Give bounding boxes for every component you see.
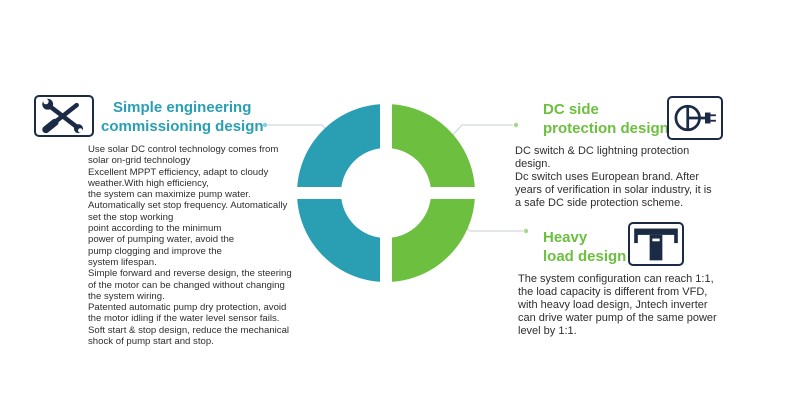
right-top-title-line-2: protection design [543,120,669,137]
heavy-load-icon [628,222,684,266]
left-body-line: Simple forward and reverse design, the s… [88,268,292,280]
left-body-line: of the motor can be changed without chan… [88,279,285,291]
right-top-body-line: DC switch & DC lightning protection [515,145,690,157]
left-body-line: the motor idling if the water level sens… [88,313,280,325]
left-body-line: power of pumping water, avoid the [88,234,235,246]
right-top-body-line: a safe DC side protection scheme. [515,197,684,209]
right-bottom-title: Heavy load design [543,228,626,266]
dc-plug-icon [667,96,723,140]
left-body-line: shock of pump start and stop. [88,336,214,348]
right-bottom-body-line: level by 1:1. [518,325,577,337]
wrench-screwdriver-icon [34,95,94,137]
left-body-line: Use solar DC control technology comes fr… [88,144,279,155]
right-bottom-body-line: can drive water pump of the same power [518,312,717,324]
left-title-line-1: Simple engineering [113,99,252,116]
ring-segment-bottom-left [297,199,380,283]
right-top-body-line: design. [515,158,551,170]
left-body-line: pump clogging and improve the [88,245,222,257]
connector-dot-right-bottom [523,228,529,234]
left-body-line: weather.With high efficiency, [88,177,209,189]
ring-segment-bottom-right [392,199,475,283]
left-body-line: solar on-grid technology [88,155,191,167]
left-body: Use solar DC control technology comes fr… [88,144,292,347]
right-bottom-title-line-1: Heavy [543,229,588,246]
left-body-line: set the stop working [88,211,174,223]
right-top-body-line: Dc switch uses European brand. After [515,171,700,183]
left-body-line: Automatically set stop frequency. Automa… [88,200,288,212]
right-top-title: DC side protection design [543,100,669,138]
left-body-line: the system can maximize pump water. [88,189,251,201]
right-top-body: DC switch & DC lightning protection desi… [515,145,712,210]
ring-segment-top-left [297,104,380,187]
center-ring [297,104,475,283]
left-body-line: Soft start & stop design, reduce the mec… [88,324,290,336]
right-top-title-line-1: DC side [543,101,599,118]
right-bottom-body-line: The system configuration can reach 1:1, [518,273,714,285]
right-bottom-body: The system configuration can reach 1:1, … [518,273,717,338]
ring-segment-top-right [392,104,475,187]
left-body-line: the system wiring. [88,290,165,302]
right-top-body-line: years of verification in solar industry,… [515,184,712,196]
right-bottom-body-line: the load capacity is different from VFD, [518,286,708,298]
left-title-line-2: commissioning design [101,118,264,135]
left-body-line: system lifespan. [88,256,157,268]
connector-dot-left [262,122,268,128]
left-body-line: Patented automatic pump dry protection, … [88,302,287,314]
left-body-line: Excellent MPPT efficiency, adapt to clou… [88,166,269,178]
right-bottom-title-line-2: load design [543,248,627,265]
right-bottom-body-line: with heavy load design, Jntech inverter [518,299,708,311]
connector-dot-right-top [513,122,519,128]
left-title: Simple engineering commissioning design [101,98,264,136]
left-body-line: point according to the minimum [88,223,222,235]
